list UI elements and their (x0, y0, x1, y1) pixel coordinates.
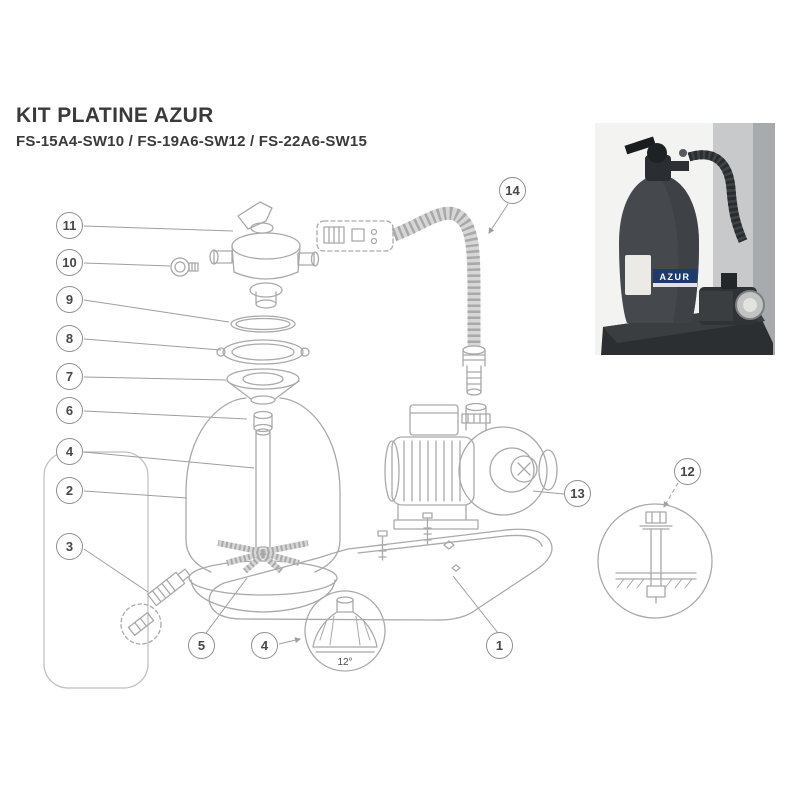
hose-drawing (316, 206, 486, 396)
callout-6: 6 (56, 397, 83, 424)
tank-label-text: AZUR (660, 272, 691, 282)
standpipe-drawing (255, 428, 271, 548)
adapter-drawing (253, 410, 273, 433)
tank-label-band (653, 269, 697, 283)
callout-7: 7 (56, 363, 83, 390)
bolt-detail-drawing (597, 503, 713, 619)
product-photo: AZUR (595, 123, 775, 355)
callout-9: 9 (56, 286, 83, 313)
foot-detail-drawing (304, 590, 386, 672)
callout-12: 12 (674, 458, 701, 485)
callout-13: 13 (564, 480, 591, 507)
foot-angle-label: 12° (337, 657, 352, 668)
group-outline (43, 451, 149, 689)
clamp-drawing (216, 339, 310, 365)
photo-pump (699, 273, 765, 325)
model-subtitle: FS-15A4-SW10 / FS-19A6-SW12 / FS-22A6-SW… (16, 133, 367, 150)
pump-drawing (384, 402, 558, 530)
laterals-drawing (217, 540, 309, 574)
photo-valve (624, 136, 689, 181)
callout-5: 5 (188, 632, 215, 659)
photo-white-label (625, 255, 651, 295)
callout-8: 8 (56, 325, 83, 352)
leader-lines (83, 203, 679, 645)
callout-14: 14 (499, 177, 526, 204)
callout-11: 11 (56, 212, 83, 239)
tank-label-underline (653, 283, 697, 287)
callout-4: 4 (56, 438, 83, 465)
oring-drawing (230, 315, 296, 333)
drain-fitting-drawing (120, 568, 191, 645)
platform-drawing (208, 512, 553, 621)
callout-2: 2 (56, 477, 83, 504)
photo-tank: AZUR (619, 175, 699, 323)
photo-hose (687, 150, 748, 243)
callout-10: 10 (56, 249, 83, 276)
callout-3: 3 (56, 533, 83, 560)
callout-1: 1 (486, 632, 513, 659)
gauge-drawing (170, 257, 199, 277)
diffuser-drawing (226, 368, 300, 405)
valve-drawing (209, 201, 320, 309)
page-title: KIT PLATINE AZUR (16, 104, 214, 127)
tank-drawing (185, 397, 341, 613)
callout-4b: 4 (251, 632, 278, 659)
